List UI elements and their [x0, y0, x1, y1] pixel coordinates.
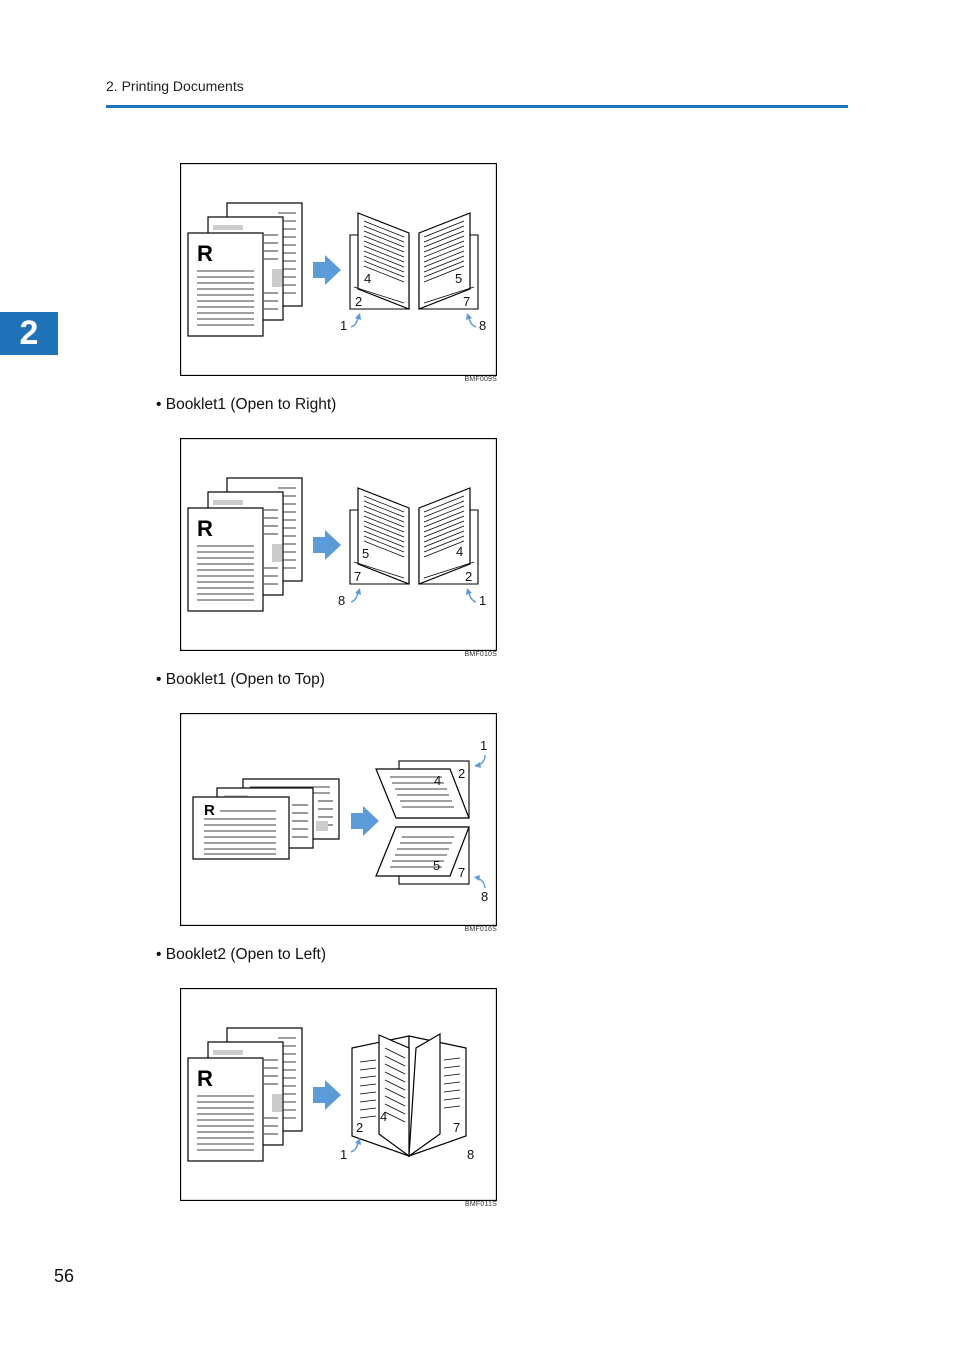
page-label: 4: [364, 271, 371, 286]
page-label: 4: [380, 1109, 387, 1124]
chapter-tab: 2: [0, 312, 58, 355]
page-label: 7: [463, 294, 470, 309]
figure-illustration: R 2 4 7 1 8: [180, 988, 497, 1201]
page-label: 5: [362, 546, 369, 561]
page-label: 8: [467, 1147, 474, 1162]
figure-code: BMF010S: [464, 651, 497, 658]
caption-booklet1-top: • Booklet1 (Open to Top): [156, 671, 325, 688]
arrow-right-icon: [351, 806, 379, 836]
page-label: 1: [340, 1147, 347, 1162]
page-label: 4: [456, 544, 463, 559]
header-rule: [106, 105, 848, 108]
page-label: 1: [480, 738, 487, 753]
page-label: 8: [481, 889, 488, 904]
figure-illustration: R 1 4 2 5 7 8: [180, 713, 497, 926]
figure-illustration: R 5 4 7 2 8 1: [180, 438, 497, 651]
arrow-right-icon: [313, 1080, 341, 1110]
original-letter: R: [197, 241, 213, 266]
page-label: 5: [455, 271, 462, 286]
original-letter: R: [197, 516, 213, 541]
original-letter: R: [197, 1066, 213, 1091]
figure-booklet1-top: R 1 4 2 5 7 8 BMF016S: [180, 713, 497, 933]
page-label: 7: [453, 1120, 460, 1135]
page-label: 2: [356, 1120, 363, 1135]
figure-booklet1-left: R 4 5 2 7 1 8 BMF009S: [180, 163, 497, 383]
page-label: 4: [434, 773, 441, 788]
page-label: 8: [479, 318, 486, 333]
page-number: 56: [54, 1266, 75, 1286]
caption-booklet2-left: • Booklet2 (Open to Left): [156, 946, 326, 963]
arrow-right-icon: [313, 255, 341, 285]
page-label: 1: [340, 318, 347, 333]
figure-code: BMF009S: [464, 376, 497, 383]
figure-booklet1-right: R 5 4 7 2 8 1 BMF010S: [180, 438, 497, 658]
page-label: 5: [433, 858, 440, 873]
page-label: 1: [479, 593, 486, 608]
caption-booklet1-right: • Booklet1 (Open to Right): [156, 396, 337, 413]
original-letter: R: [204, 802, 215, 819]
figure-booklet2-left: R 2 4 7 1 8 BMF011S: [180, 988, 497, 1208]
page-label: 2: [465, 569, 472, 584]
figure-code: BMF011S: [464, 1201, 497, 1208]
page-label: 2: [355, 294, 362, 309]
figure-illustration: R 4 5 2 7 1 8: [180, 163, 497, 376]
page-label: 7: [458, 865, 465, 880]
page-label: 2: [458, 766, 465, 781]
figure-code: BMF016S: [464, 926, 497, 933]
page-label: 7: [354, 569, 361, 584]
running-header: 2. Printing Documents: [106, 78, 244, 94]
page-label: 8: [338, 593, 345, 608]
arrow-right-icon: [313, 530, 341, 560]
